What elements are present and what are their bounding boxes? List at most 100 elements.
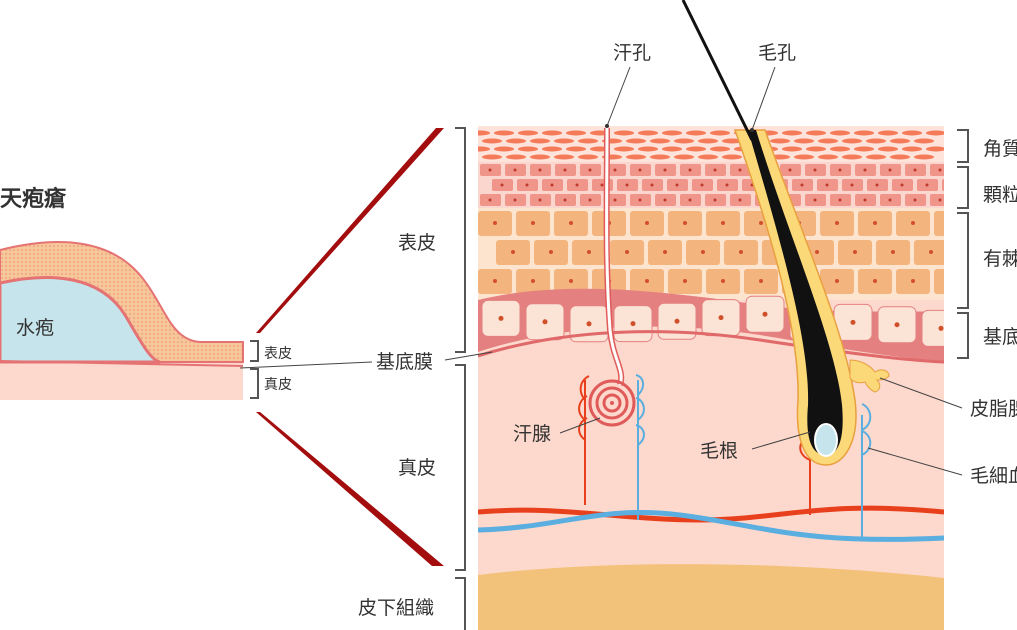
hair-above-skin [681,0,754,141]
corneum-cell [782,146,802,152]
epidermis-bracket-detail [455,127,466,353]
subcutaneous-label: 皮下組織 [358,597,434,619]
basement-membrane [478,330,944,364]
corneum-cell [782,130,802,136]
corneum-cell [914,154,934,160]
stratum-basale-label: 基底 [983,326,1017,348]
overview-dermis-label: 真皮 [264,377,292,393]
corneum-cell [614,146,634,152]
corneum-cell [818,138,838,144]
corneum-cell [638,130,658,136]
corneum-cell [806,146,826,152]
corneum-cell [890,138,910,144]
stratum-spinosum-label: 有棘 [983,248,1017,270]
corneum-cell [710,146,730,152]
corneum-cell [866,154,886,160]
epidermis-label: 表皮 [398,232,436,254]
granular-bracket [957,166,969,209]
granular-cell [930,194,944,206]
corneum-cell [614,130,634,136]
corneum-cell [494,130,514,136]
spinous-cell [914,240,944,265]
corneum-cell [890,154,910,160]
capillary-label: 毛細血 [970,465,1017,487]
corneum-cell [554,138,574,144]
corneum-cell [818,154,838,160]
corneum-cell [506,138,526,144]
corneum-cell [650,138,670,144]
corneum-cell [866,138,886,144]
granular-cell [942,179,944,191]
corneum-cell [578,154,598,160]
corneum-cell [902,146,922,152]
corneum-cell [650,154,670,160]
page-title: 天疱瘡 [0,186,67,212]
corneum-cell [878,146,898,152]
sebaceous-gland-label: 皮脂腺 [970,398,1017,420]
corneum-cell [710,130,730,136]
corneum-cell [494,146,514,152]
corneum-cell [662,130,682,136]
stratum-granulosum-label: 顆粒 [983,184,1017,206]
granular-cell [930,164,944,176]
sweat-gland-label: 汗腺 [513,423,551,445]
hair-pore-label: 毛孔 [758,42,796,64]
corneum-cell [842,138,862,144]
corneum-cell [926,146,944,152]
corneum-cell [914,138,934,144]
basement-membrane-label: 基底膜 [376,351,433,373]
corneum-cell [674,138,694,144]
dermal-papilla [814,423,838,457]
corneum-cell [794,138,814,144]
spinous-bracket [957,212,969,309]
subcutaneous-bracket [455,577,466,630]
corneum-cell [806,130,826,136]
corneum-cell [830,130,850,136]
corneum-cell [530,154,550,160]
corneum-cell [566,146,586,152]
corneum-cell [554,154,574,160]
corneum-cell [698,138,718,144]
dermis-bracket [250,368,259,399]
corneum-cell [626,154,646,160]
sebaceous-gland [849,359,890,393]
corneum-cell [506,154,526,160]
corneum-cell [542,146,562,152]
basal-cell [921,309,944,347]
dermis-label: 真皮 [398,457,436,479]
blister-label: 水疱 [16,317,54,339]
overview-diagram: 水疱 表皮 真皮 [0,241,292,400]
corneum-cell [830,146,850,152]
corneum-cell [578,138,598,144]
sweat-pore-label: 汗孔 [613,42,651,64]
corneum-cell [698,154,718,160]
vein [478,510,944,542]
subcutaneous-layer [478,564,944,630]
corneum-cell [518,130,538,136]
epidermis-bracket [250,340,259,362]
corneum-cell [926,130,944,136]
hair-root-label: 毛根 [700,440,738,462]
basal-bracket [957,312,969,359]
corneum-cell [686,130,706,136]
corneum-cell [842,154,862,160]
corneum-cell [482,154,502,160]
corneum-cell [674,154,694,160]
corneum-bracket [957,129,969,163]
overview-epidermis-label: 表皮 [264,346,292,362]
corneum-cell [722,138,742,144]
zoom-wedge-bottom [256,412,444,566]
sweat-gland [588,379,636,427]
hair-shaft [748,130,843,455]
overview-dermis [0,360,243,400]
spinous-cell [934,269,944,294]
corneum-cell [638,146,658,152]
corneum-cell [566,130,586,136]
corneum-cell [482,138,502,144]
capillaries-blue [635,374,872,540]
corneum-cell [662,146,682,152]
corneum-cell [626,138,646,144]
corneum-cell [902,130,922,136]
corneum-cell [794,154,814,160]
